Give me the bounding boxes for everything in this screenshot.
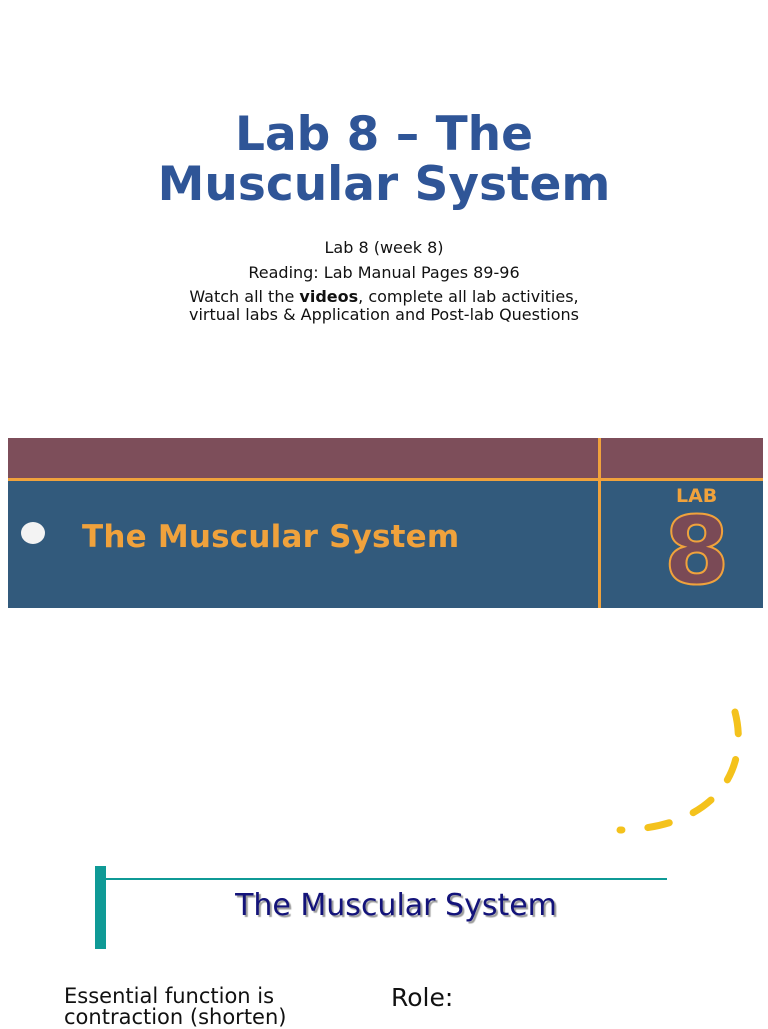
section-accent-bar bbox=[95, 866, 106, 949]
banner-title: The Muscular System bbox=[82, 519, 460, 555]
banner-lab-label: LAB bbox=[676, 485, 718, 507]
videos-emphasis: videos bbox=[299, 287, 359, 306]
page-title-line-2: Muscular System bbox=[157, 157, 611, 212]
dashed-arc-icon bbox=[616, 708, 742, 834]
banner-lab-number: 8 bbox=[663, 497, 730, 606]
essential-function-text: Essential function is contraction (short… bbox=[64, 986, 364, 1028]
essential-function-line-1: Essential function is bbox=[64, 984, 275, 1008]
page-title: Lab 8 – The Muscular System bbox=[0, 110, 768, 210]
section-title: The Muscular System bbox=[235, 888, 557, 923]
banner-vertical-rule bbox=[598, 438, 601, 608]
lab-intro: Lab 8 (week 8) Reading: Lab Manual Pages… bbox=[0, 238, 768, 324]
section-divider bbox=[106, 878, 667, 880]
instructions-line-1: Watch all the videos, complete all lab a… bbox=[0, 288, 768, 306]
lab-week-text: Lab 8 (week 8) bbox=[324, 238, 444, 257]
instructions-prefix: Watch all the bbox=[189, 287, 300, 306]
banner-horizontal-rule bbox=[8, 478, 763, 481]
instructions-suffix: , complete all lab activities, bbox=[358, 287, 579, 306]
reading-text: Reading: Lab Manual Pages 89-96 bbox=[248, 263, 520, 282]
lab-banner-image: The Muscular System LAB 8 bbox=[8, 438, 763, 608]
instructions-line-2: virtual labs & Application and Post-lab … bbox=[189, 305, 579, 324]
banner-bullet-icon bbox=[21, 522, 45, 544]
banner-top-strip bbox=[8, 438, 763, 478]
page-title-line-1: Lab 8 – The bbox=[235, 107, 533, 162]
role-heading: Role: bbox=[391, 983, 454, 1012]
essential-function-line-2: contraction (shorten) bbox=[64, 1005, 287, 1029]
